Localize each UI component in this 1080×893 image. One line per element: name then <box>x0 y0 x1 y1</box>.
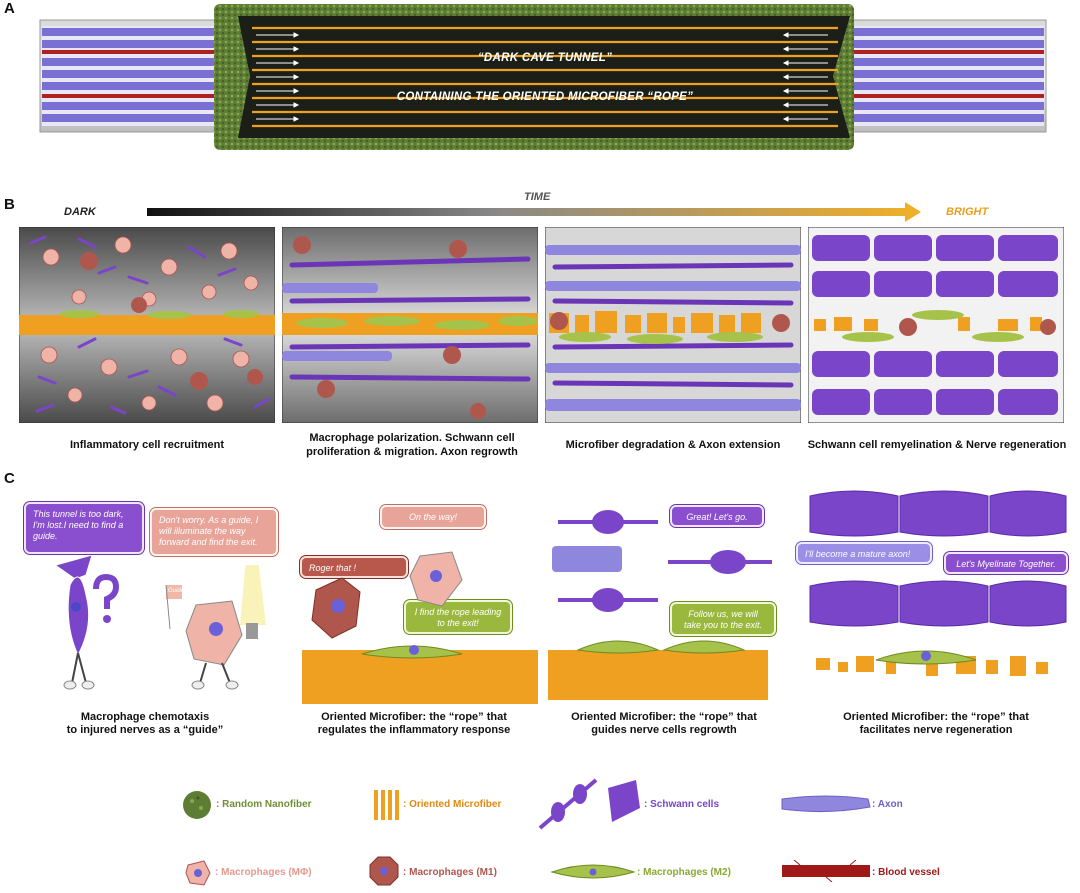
stage3-caption: Microfiber degradation & Axon extension <box>565 439 781 451</box>
legend-macrophages-m2: : Macrophages (M2) <box>637 867 731 878</box>
time-arrow <box>147 202 921 222</box>
oriented-microfiber-lines <box>252 26 838 128</box>
tunnel-title: “DARK CAVE TUNNEL” <box>477 52 613 64</box>
legend-random-nanofiber: : Random Nanofiber <box>216 799 312 810</box>
legend-macrophages-m1: : Macrophages (M1) <box>403 867 497 878</box>
stage2-caption: Macrophage polarization. Schwann cell pr… <box>306 432 518 458</box>
inward-arrows <box>256 32 828 122</box>
stage3-degradation-panel <box>545 227 801 423</box>
panel-label-a: A <box>4 0 15 17</box>
left-nerve-fibers <box>42 26 248 126</box>
stage1-caption: Inflammatory cell recruitment <box>69 439 225 451</box>
c4-caption-line2: facilitates nerve regeneration <box>859 724 1013 736</box>
axon-icon <box>781 795 871 813</box>
c2-caption-line2: regulates the inflammatory response <box>317 724 511 736</box>
c3-caption-line1: Oriented Microfiber: the “rope” that <box>571 711 757 723</box>
stage2-polarization-panel <box>282 227 538 423</box>
legend-axon: : Axon <box>872 799 903 810</box>
macrophage-guide-character <box>165 565 266 690</box>
tunnel-subtitle: CONTAINING THE ORIENTED MICROFIBER “ROPE… <box>396 91 694 103</box>
bubble-lets-go: Great! Let's go. <box>670 505 764 527</box>
nerve-tunnel-diagram <box>39 4 1047 150</box>
schwann-cells-icon <box>538 778 640 830</box>
macrophage-m2-icon <box>550 864 636 879</box>
flag-guide-text: Guide <box>168 588 185 594</box>
stage4-caption: Schwann cell remyelination & Nerve regen… <box>807 439 1067 451</box>
blood-vessel-icon <box>782 860 870 882</box>
legend-oriented-microfiber: : Oriented Microfiber <box>403 799 502 810</box>
bubble-myelinate: Let's Myelinate Together. <box>944 552 1068 574</box>
bubble-lost: This tunnel is too dark, I'm lost.I need… <box>24 502 144 554</box>
bright-label: BRIGHT <box>946 206 989 218</box>
neuron-lost-character <box>55 555 120 690</box>
macrophage-mphi-icon <box>185 860 211 886</box>
panel-label-b: B <box>4 196 15 213</box>
random-nanofiber-icon <box>183 791 211 819</box>
c3-characters <box>548 510 772 700</box>
bubble-follow-us: Follow us, we will take you to the exit. <box>670 602 776 636</box>
legend-blood-vessel: : Blood vessel <box>872 867 940 878</box>
c1-caption-line1: Macrophage chemotaxis <box>80 711 210 723</box>
bubble-on-the-way: On the way! <box>380 505 486 529</box>
bubble-find-rope: I find the rope leading to the exit! <box>404 600 512 634</box>
macrophage-m1-icon <box>369 856 399 886</box>
stage4-remyelination-panel <box>808 227 1064 423</box>
dark-label: DARK <box>64 206 96 218</box>
c2-characters <box>302 551 538 704</box>
stage1-inflammatory-panel <box>19 227 275 423</box>
bubble-guide: Don't worry. As a guide, I will illumina… <box>150 508 278 556</box>
panel-label-c: C <box>4 470 15 487</box>
legend-macrophages-mphi: : Macrophages (MΦ) <box>215 867 312 878</box>
right-nerve-fibers <box>838 26 1044 126</box>
c3-caption-line2: guides nerve cells regrowth <box>591 724 737 736</box>
oriented-microfiber-icon <box>374 790 399 820</box>
bubble-mature-axon: I'll become a mature axon! <box>796 542 932 564</box>
c4-caption-line1: Oriented Microfiber: the “rope” that <box>843 711 1029 723</box>
legend-schwann-cells: : Schwann cells <box>644 799 720 810</box>
c1-caption-line2: to injured nerves as a “guide” <box>66 724 224 736</box>
time-label: TIME <box>524 191 551 203</box>
bubble-roger: Roger that ! <box>300 556 408 578</box>
c2-caption-line1: Oriented Microfiber: the “rope” that <box>321 711 507 723</box>
c4-myelinated-axons <box>809 490 1067 676</box>
